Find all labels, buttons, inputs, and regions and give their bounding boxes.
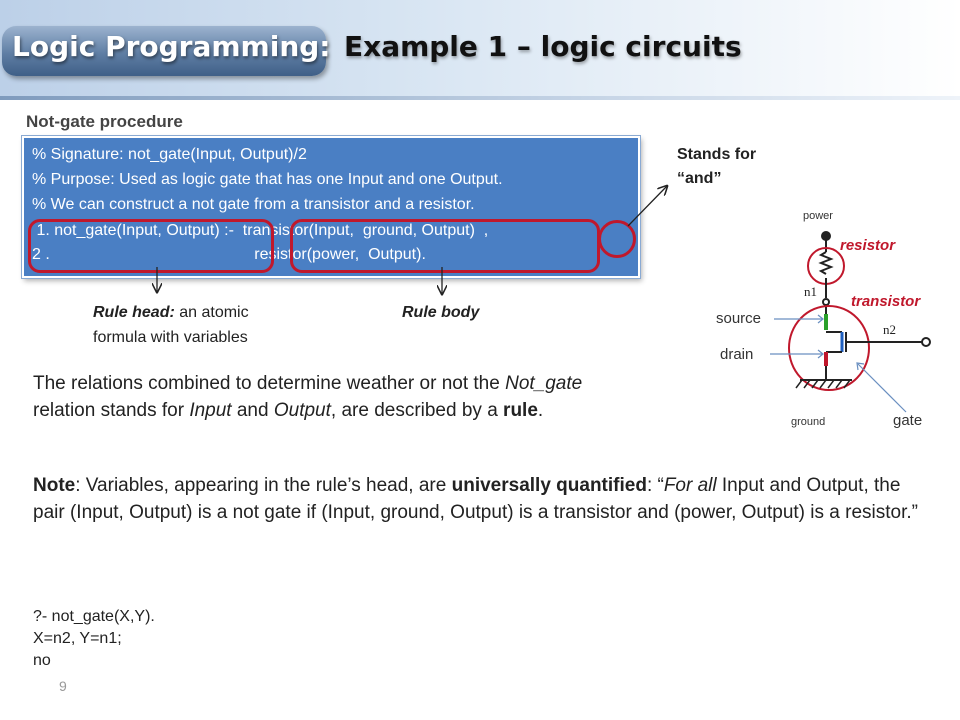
- rule-head-highlight: [28, 219, 274, 273]
- rule-head-term: Rule head:: [93, 304, 175, 321]
- resistor-symbol: [818, 251, 834, 275]
- text-run: relation stands for: [33, 400, 190, 421]
- slide-title: Example 1 – logic circuits: [344, 30, 742, 63]
- code-line-2: % Purpose: Used as logic gate that has o…: [32, 171, 503, 188]
- gate-label: gate: [893, 412, 923, 429]
- text-run: For all: [663, 475, 717, 496]
- power-node: [821, 231, 831, 241]
- n2-label: n2: [883, 322, 896, 337]
- text-run: : “: [646, 475, 664, 496]
- note-paragraph: Note: Variables, appearing in the rule’s…: [33, 472, 933, 526]
- section-pill: [2, 26, 326, 76]
- resistor-label: resistor: [840, 237, 896, 254]
- rule-explanation: The relations combined to determine weat…: [33, 370, 713, 424]
- subtitle: Not-gate procedure: [26, 112, 183, 131]
- text-run: rule: [503, 400, 538, 421]
- note-label: Note: [33, 475, 76, 496]
- text-run: Input: [189, 400, 232, 421]
- text-run: Input and Output, the pair (Input, Outpu…: [33, 475, 918, 523]
- stands-for-label: Stands for: [677, 146, 757, 163]
- comma-highlight: [598, 220, 636, 258]
- rule-head-annotation: Rule head: an atomic: [93, 302, 249, 323]
- page-number: 9: [59, 678, 67, 694]
- rule-head-desc-2: formula with variables: [93, 329, 248, 346]
- code-line-3: % We can construct a not gate from a tra…: [32, 196, 475, 213]
- drain-label: drain: [720, 346, 754, 363]
- query-end: no: [33, 652, 51, 669]
- query-result: X=n2, Y=n1;: [33, 630, 122, 647]
- text-run: Output: [273, 400, 331, 421]
- text-run: Not_gate: [505, 373, 583, 394]
- code-line-5: 2 . resistor(power, Output).: [32, 246, 426, 263]
- text-run: , are described by a: [330, 400, 504, 421]
- header-divider: [0, 96, 960, 100]
- rule-body-annotation: Rule body: [402, 304, 480, 321]
- section-title: Logic Programming:: [12, 30, 331, 63]
- n1-label: n1: [804, 284, 817, 299]
- query-line: ?- not_gate(X,Y).: [33, 608, 155, 625]
- text-run: : Variables, appearing in the rule’s hea…: [75, 475, 452, 496]
- text-run: and: [231, 400, 274, 421]
- source-label: source: [716, 310, 762, 327]
- text-run: universally quantified: [451, 475, 647, 496]
- rule-head-desc: an atomic: [174, 304, 249, 321]
- code-box: [22, 136, 640, 278]
- text-run: .: [537, 400, 544, 421]
- stands-for-arrow: [627, 186, 667, 227]
- query-example: ?- not_gate(X,Y). X=n2, Y=n1; no: [33, 606, 155, 672]
- transistor-label: transistor: [851, 293, 921, 310]
- and-label: “and”: [677, 170, 722, 187]
- ground-label: ground: [791, 416, 826, 428]
- text-run: The relations combined to determine weat…: [33, 373, 506, 394]
- code-line-1: % Signature: not_gate(Input, Output)/2: [32, 146, 307, 163]
- power-label: power: [803, 210, 833, 222]
